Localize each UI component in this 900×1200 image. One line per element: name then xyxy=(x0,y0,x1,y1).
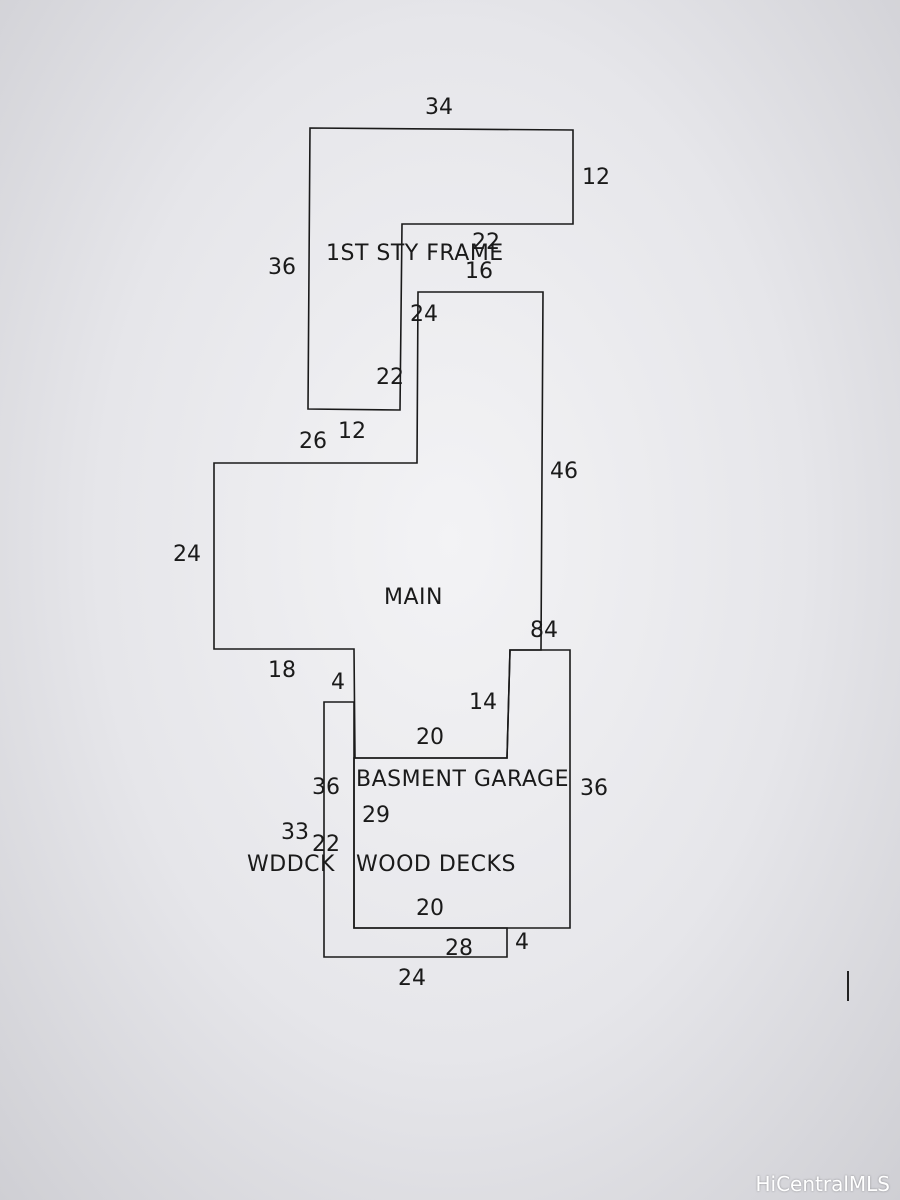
area-label-upper: 1ST STY FRAME xyxy=(326,241,504,266)
dimension-label: 28 xyxy=(445,936,473,961)
area-label-deck-code: WDDCK xyxy=(247,852,335,877)
dimension-label: 36 xyxy=(580,776,608,801)
dimension-label: 4 xyxy=(515,930,529,955)
upper-floor-outline xyxy=(307,127,574,411)
dimension-label: 84 xyxy=(530,618,558,643)
dimension-label: 22 xyxy=(472,230,500,255)
area-label-main: MAIN xyxy=(384,585,443,610)
watermark: HiCentralMLS xyxy=(755,1172,890,1196)
dimension-label: 26 xyxy=(299,429,327,454)
dimension-label: 20 xyxy=(416,896,444,921)
dimension-label: 4 xyxy=(331,670,345,695)
dimension-label: 46 xyxy=(550,459,578,484)
dimension-label: 36 xyxy=(268,255,296,280)
dimension-label: 12 xyxy=(338,419,366,444)
dimension-label: 29 xyxy=(362,803,390,828)
dimension-label: 16 xyxy=(465,259,493,284)
dimension-label: 33 xyxy=(281,820,309,845)
dimension-label: 24 xyxy=(398,966,426,991)
dimension-label: 36 xyxy=(312,775,340,800)
area-label-garage: BASMENT GARAGE xyxy=(356,767,569,792)
dimension-label: 20 xyxy=(416,725,444,750)
dimension-label: 12 xyxy=(582,165,610,190)
dimension-label: 34 xyxy=(425,95,453,120)
dimension-label: 24 xyxy=(173,542,201,567)
dimension-label: 22 xyxy=(376,365,404,390)
dimension-label: 24 xyxy=(410,302,438,327)
dimension-label: 14 xyxy=(469,690,497,715)
dimension-label: 22 xyxy=(312,832,340,857)
deck-outline xyxy=(323,701,508,958)
area-label-deck-name: WOOD DECKS xyxy=(356,852,516,877)
dimension-label: 18 xyxy=(268,658,296,683)
main-floor-outline xyxy=(213,291,544,759)
